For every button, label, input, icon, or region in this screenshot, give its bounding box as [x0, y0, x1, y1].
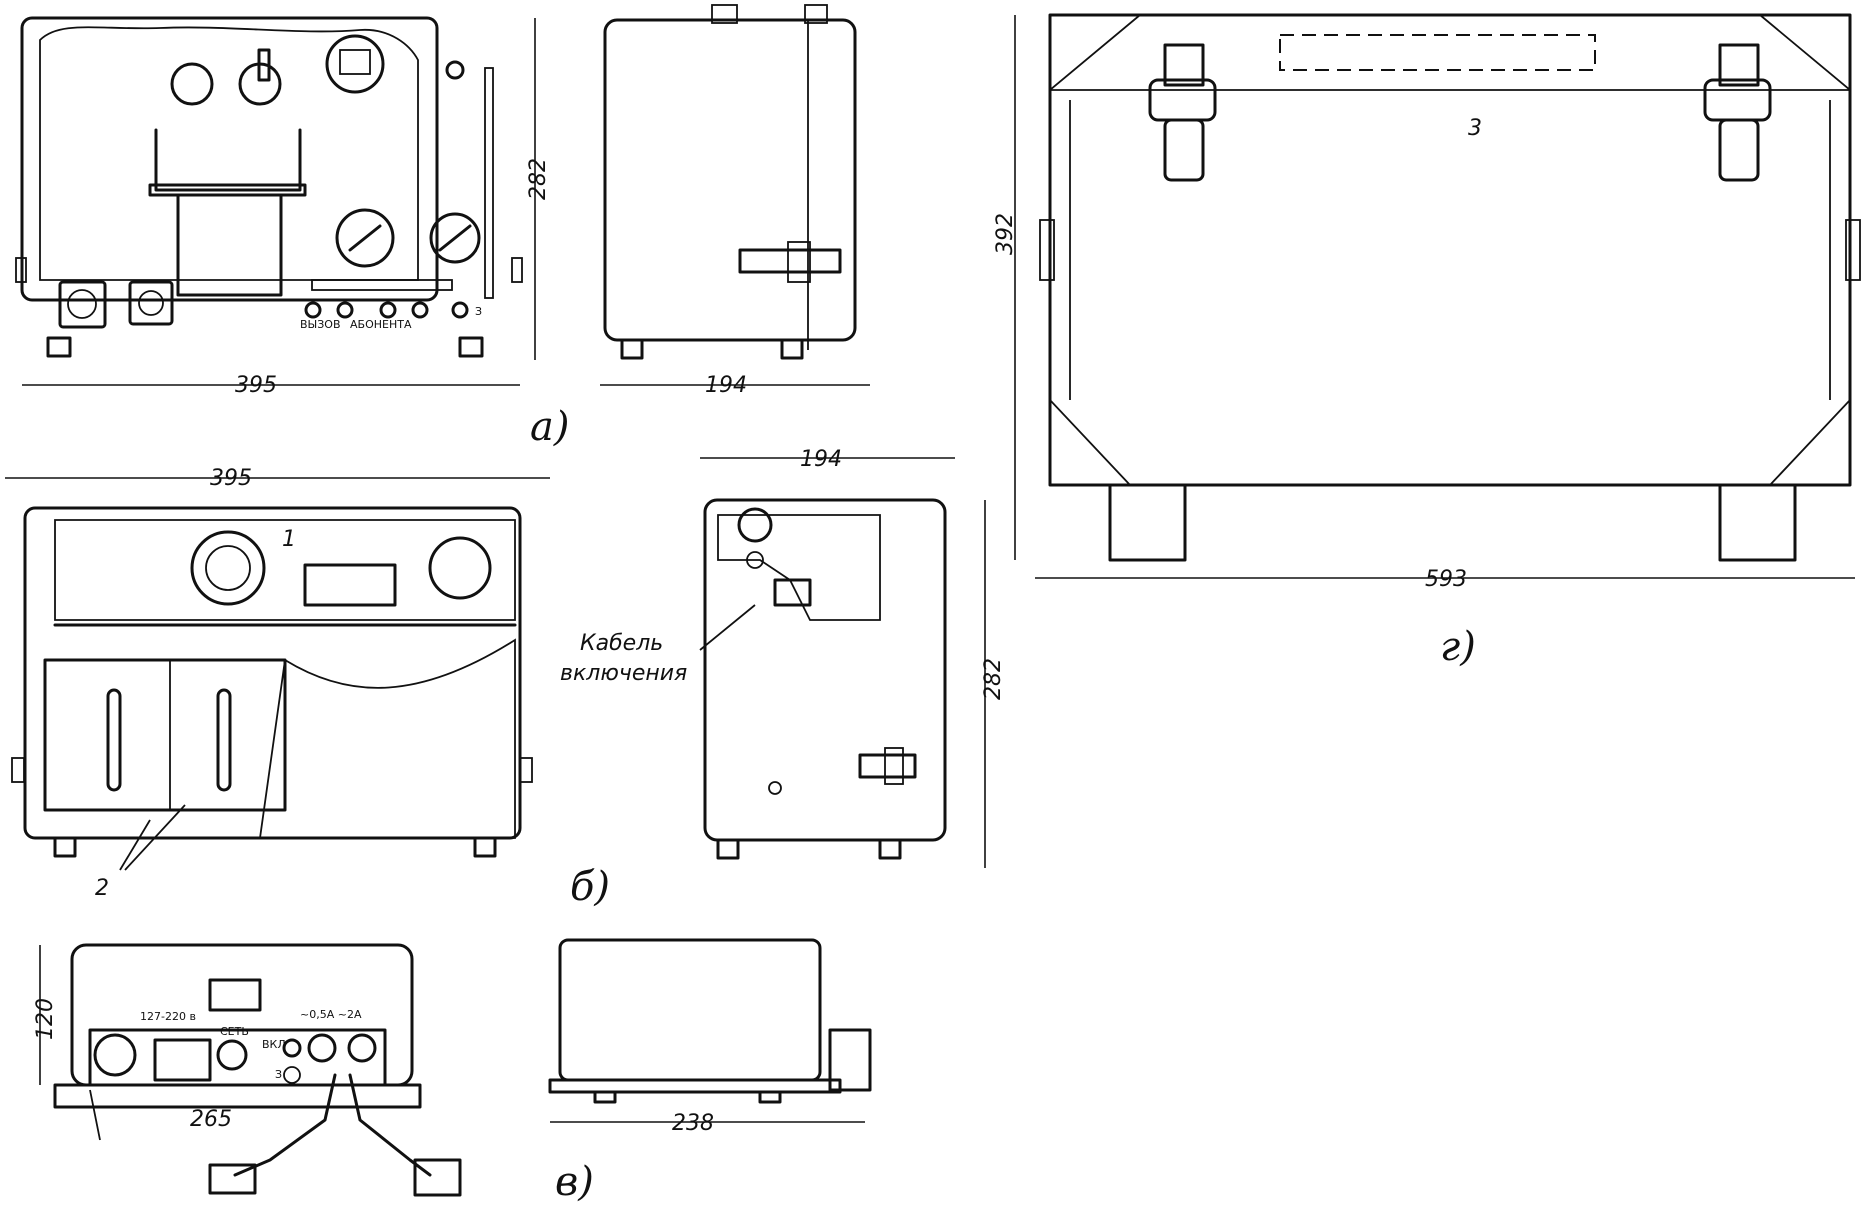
on-text: ВКЛ	[262, 1038, 286, 1051]
view-v-front	[39, 943, 462, 1197]
callout-2: 2	[95, 876, 109, 901]
view-g-box	[1014, 13, 1861, 579]
label-view-v: в)	[555, 1159, 594, 1205]
dim-238: 238	[672, 1111, 714, 1136]
callout-3: 3	[1468, 116, 1482, 141]
dim-265: 265	[190, 1107, 232, 1132]
dim-282-a: 282	[526, 158, 551, 200]
dim-593: 593	[1425, 567, 1467, 592]
current-text: ~0,5А ~2А	[300, 1008, 362, 1021]
panel-text-vyzov: ВЫЗОВ	[300, 318, 341, 331]
dims-view-a	[22, 18, 870, 386]
cable-label-line1: Кабель	[580, 631, 663, 656]
dim-120: 120	[33, 998, 58, 1040]
view-v-side	[548, 938, 872, 1123]
label-view-a: а)	[530, 404, 569, 450]
cable-label-line2: включения	[560, 661, 687, 686]
dim-392: 392	[993, 213, 1018, 255]
view-a-front	[15, 16, 523, 358]
voltage-text: 127-220 в	[140, 1010, 196, 1023]
dim-282-b: 282	[981, 658, 1006, 700]
network-text: СЕТЬ	[220, 1025, 249, 1038]
dim-194-b: 194	[800, 447, 842, 472]
callout-1: 1	[282, 527, 296, 552]
ground-mark-v: З	[275, 1068, 282, 1081]
dim-395-a: 395	[235, 373, 277, 398]
view-b-front	[5, 477, 550, 871]
view-b-side	[699, 457, 986, 868]
panel-text-abonenta: АБОНЕНТА	[350, 318, 412, 331]
view-a-side	[603, 4, 857, 360]
ground-mark-a: З	[475, 305, 482, 318]
label-view-b: б)	[570, 864, 610, 910]
dim-395-b: 395	[210, 466, 252, 491]
label-view-g: г)	[1440, 624, 1476, 670]
dim-194-a: 194	[705, 373, 747, 398]
